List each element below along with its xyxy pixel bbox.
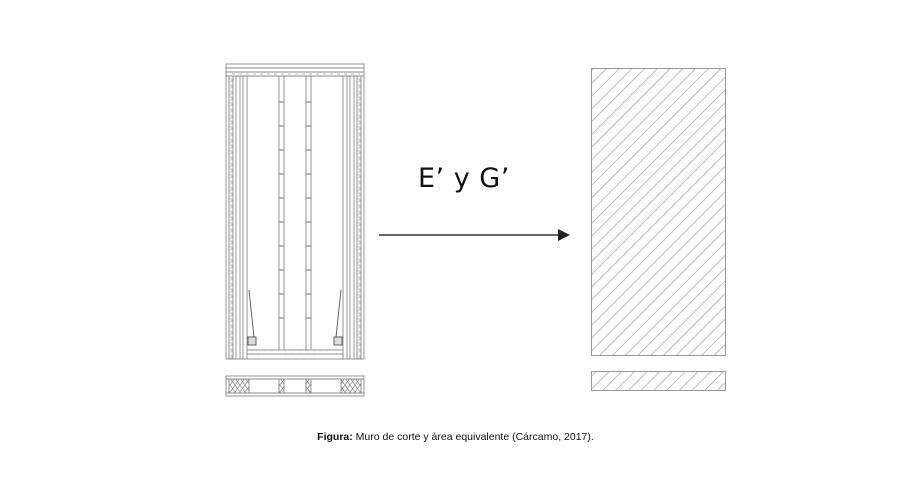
equivalent-area-elevation [591,68,726,356]
equivalent-area-plan [591,371,726,391]
caption-text: Muro de corte y área equivalente (Cárcam… [352,431,594,443]
caption-prefix: Figura: [317,431,353,443]
arrow-label: E’ y G’ [418,163,510,194]
figure-caption: Figura: Muro de corte y área equivalente… [0,431,911,443]
shear-wall-plan-section [225,375,365,397]
shear-wall-elevation [225,63,365,360]
transformation-arrow [379,229,570,241]
